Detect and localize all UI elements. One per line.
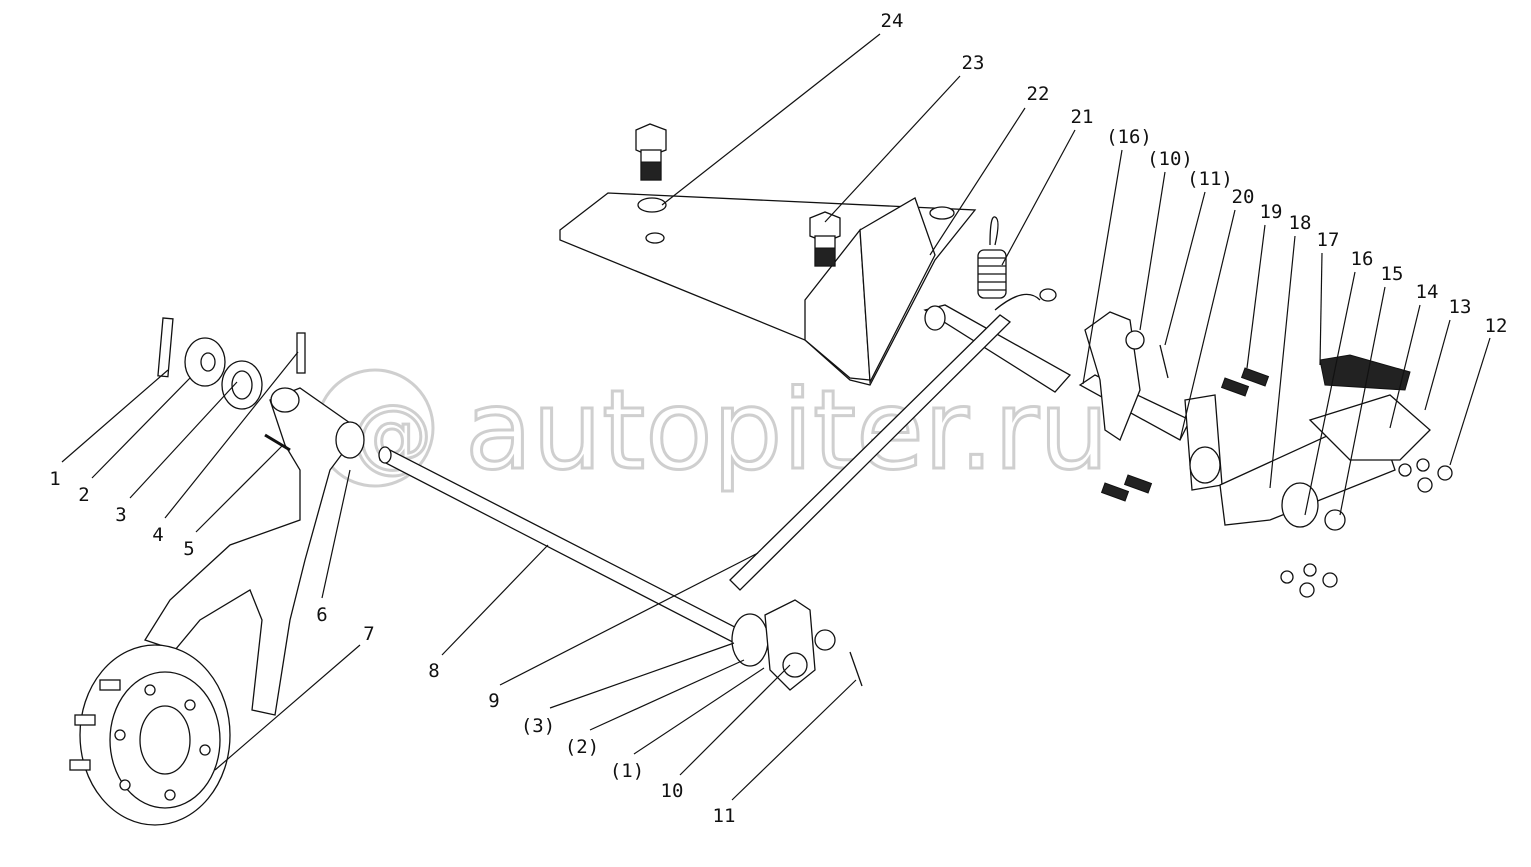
callout-label: 1 — [49, 468, 60, 490]
callout-label: 12 — [1485, 315, 1508, 337]
callout-label: (3) — [521, 715, 555, 737]
callout-label: 21 — [1071, 106, 1094, 128]
callout-label: 10 — [661, 780, 684, 802]
callout-label: 14 — [1416, 281, 1439, 303]
callout-label: (11) — [1187, 168, 1233, 190]
callout-labels: 1 2 3 4 5 6 7 8 9 (3) (2) (1) 10 11 24 2… — [49, 10, 1507, 827]
callout-label: (2) — [565, 736, 599, 758]
callout-label: 20 — [1232, 186, 1255, 208]
callout-label: 6 — [316, 604, 327, 626]
return-spring — [977, 216, 1007, 299]
callout-label: 22 — [1027, 83, 1050, 105]
callout-label: 15 — [1381, 263, 1404, 285]
callout-label: 7 — [363, 623, 374, 645]
small-hardware — [1100, 344, 1453, 598]
callout-label: 19 — [1260, 201, 1283, 223]
callout-label: 24 — [881, 10, 904, 32]
bolt — [635, 123, 667, 181]
bolt — [809, 211, 841, 267]
callout-label: 5 — [183, 538, 194, 560]
callout-label: 9 — [488, 690, 499, 712]
callout-label: (16) — [1106, 126, 1152, 148]
callout-label: 2 — [78, 484, 89, 506]
release-fork — [144, 387, 365, 716]
callout-label: 8 — [428, 660, 439, 682]
cross-shaft — [378, 446, 863, 691]
callout-label: 11 — [713, 805, 736, 827]
callout-label: (10) — [1147, 148, 1193, 170]
leader-lines — [61, 33, 1491, 801]
callout-label: 18 — [1289, 212, 1312, 234]
callout-label: 17 — [1317, 229, 1340, 251]
callout-label: (1) — [610, 760, 644, 782]
release-bearing — [69, 644, 231, 826]
pedal-pad — [1308, 354, 1431, 461]
callout-label: 23 — [962, 52, 985, 74]
callout-label: 13 — [1449, 296, 1472, 318]
watermark: @ autopiter.ru — [315, 365, 1110, 496]
callout-label: 4 — [152, 524, 163, 546]
callout-label: 16 — [1351, 248, 1374, 270]
mounting-bracket — [559, 192, 977, 386]
watermark-text: autopiter.ru — [465, 366, 1109, 494]
callout-label: 3 — [115, 504, 126, 526]
pull-rod — [729, 288, 1057, 591]
